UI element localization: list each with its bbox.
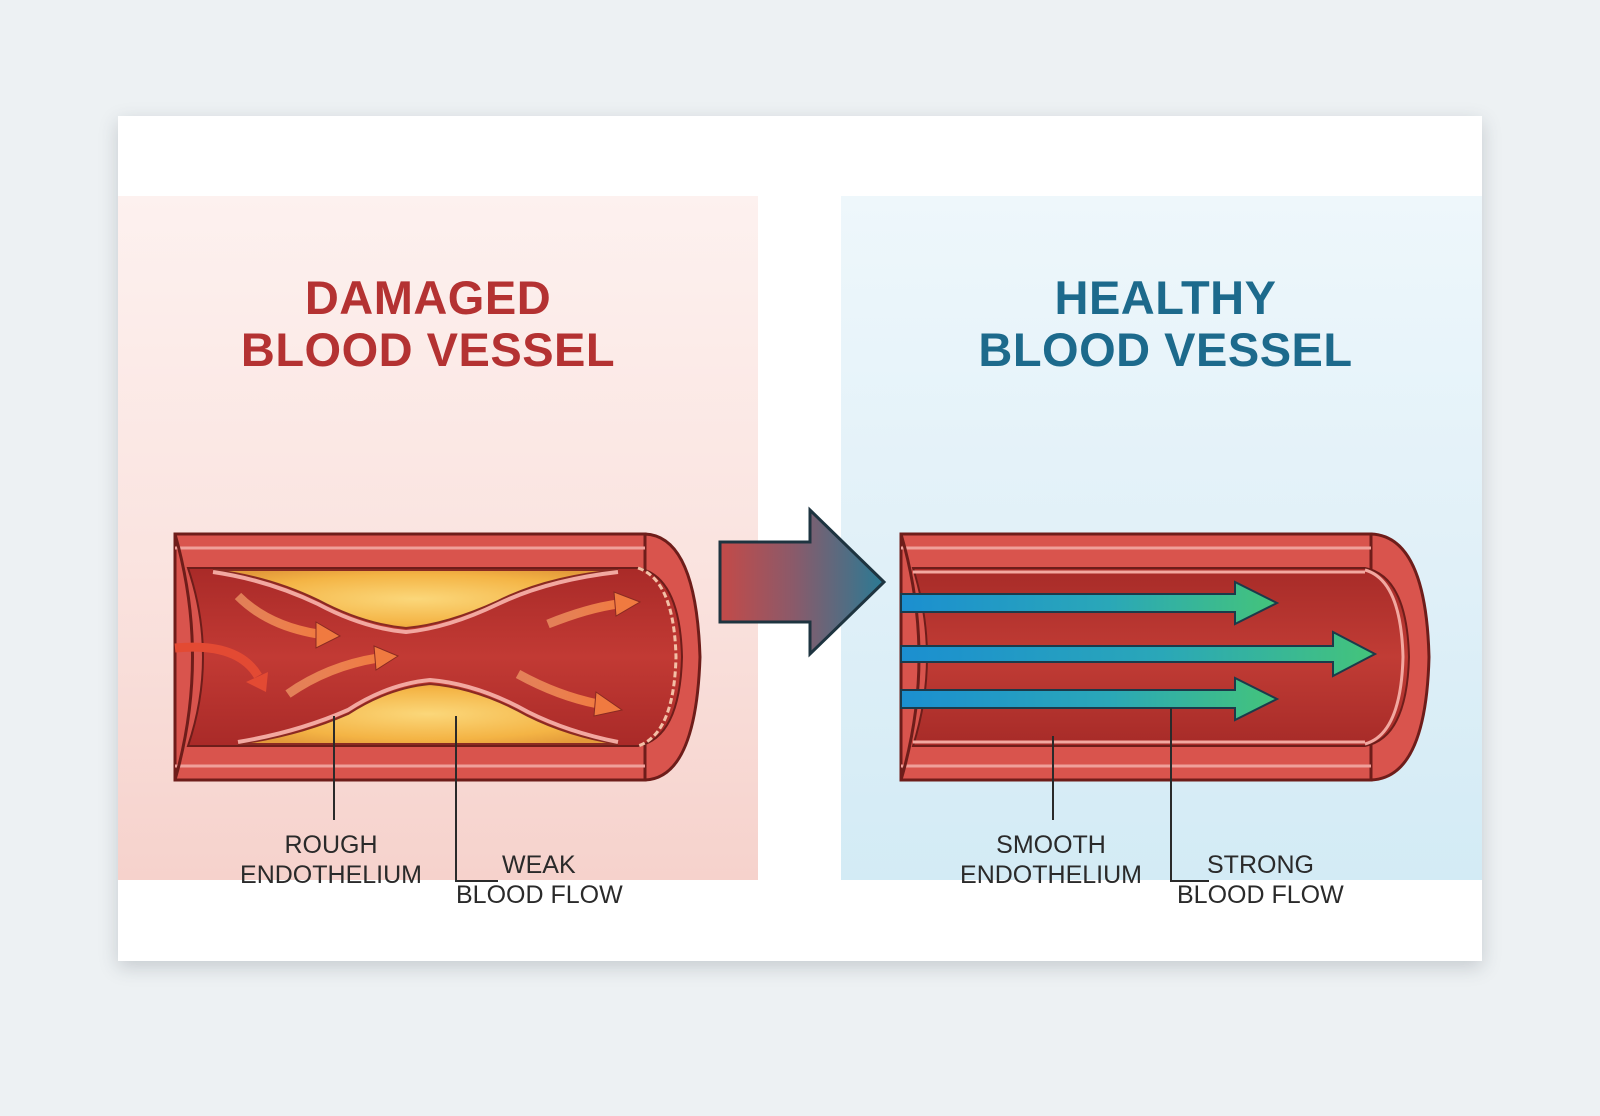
damaged-top-plaque [212, 569, 619, 630]
damaged-title-line2: BLOOD VESSEL [240, 323, 616, 376]
healthy-title-line1: HEALTHY [1054, 271, 1277, 324]
flow-arrow-icon [900, 580, 1280, 626]
rough-endothelium-line1: ROUGH [284, 831, 378, 859]
damaged-title-line1: DAMAGED [304, 271, 552, 324]
damaged-panel: DAMAGED BLOOD VESSEL [118, 196, 758, 909]
smooth-endothelium-label: SMOOTH ENDOTHELIUM [951, 830, 1151, 890]
flow-arrow-icon [546, 599, 619, 629]
rough-endothelium-label: ROUGH ENDOTHELIUM [236, 830, 426, 890]
healthy-panel: HEALTHY BLOOD VESSEL [841, 196, 1482, 909]
weak-flow-arrows [174, 591, 642, 717]
smooth-endothelium-line1: SMOOTH [996, 831, 1106, 859]
flow-arrow-icon [515, 670, 599, 709]
healthy-title-line2: BLOOD VESSEL [978, 323, 1353, 376]
flow-arrow-icon [900, 676, 1280, 722]
strong-blood-flow-line2: BLOOD FLOW [1177, 881, 1344, 909]
flow-arrow-icon [900, 630, 1378, 678]
strong-flow-arrows [900, 580, 1378, 722]
weak-blood-flow-line1: WEAK [502, 851, 576, 879]
healthy-title: HEALTHY BLOOD VESSEL [845, 272, 1486, 376]
damaged-title: DAMAGED BLOOD VESSEL [108, 272, 748, 376]
strong-blood-flow-line1: STRONG [1207, 851, 1314, 879]
damaged-vessel-illustration [173, 532, 702, 882]
damaged-leader-lines [333, 716, 498, 882]
smooth-endothelium-line2: ENDOTHELIUM [960, 861, 1142, 889]
weak-blood-flow-line2: BLOOD FLOW [456, 881, 623, 909]
infographic-card: DAMAGED BLOOD VESSEL [118, 116, 1482, 961]
strong-blood-flow-label: STRONG BLOOD FLOW [1177, 850, 1367, 910]
flow-arrow-icon [174, 642, 262, 679]
flow-arrow-icon [234, 592, 319, 639]
flow-arrow-icon [285, 653, 379, 698]
weak-blood-flow-label: WEAK BLOOD FLOW [456, 850, 626, 910]
healthy-leader-lines [1052, 708, 1209, 882]
healthy-vessel-illustration [899, 532, 1431, 882]
rough-endothelium-line2: ENDOTHELIUM [240, 861, 422, 889]
